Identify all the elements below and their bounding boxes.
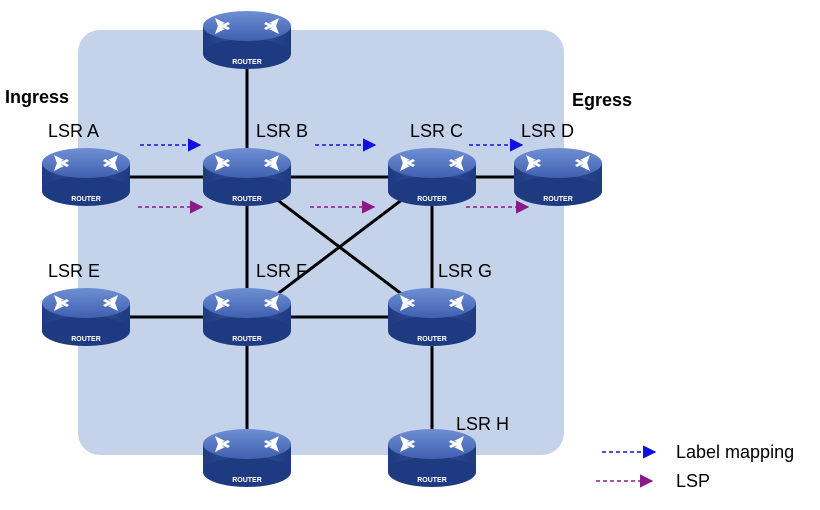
network-domain-panel [78, 30, 564, 455]
router-lsr-c: ROUTER [388, 148, 476, 206]
lsr-g-label: LSR G [438, 261, 492, 281]
legend-label-mapping-text: Label mapping [676, 442, 794, 462]
router-top: ROUTER [203, 11, 291, 69]
router-lsr-b: ROUTER [203, 148, 291, 206]
lsr-a-label: LSR A [48, 121, 99, 141]
lsr-d-label: LSR D [521, 121, 574, 141]
router-bottom-1: ROUTER [203, 429, 291, 487]
lsr-c-label: LSR C [410, 121, 463, 141]
lsr-e-label: LSR E [48, 261, 100, 281]
router-caption: ROUTER [232, 336, 262, 343]
ingress-label: Ingress [5, 87, 69, 107]
router-caption: ROUTER [232, 477, 262, 484]
legend-lsp-text: LSP [676, 471, 710, 491]
router-lsr-d: ROUTER [514, 148, 602, 206]
router-caption: ROUTER [417, 196, 447, 203]
router-lsr-f: ROUTER [203, 288, 291, 346]
egress-label: Egress [572, 90, 632, 110]
router-caption: ROUTER [71, 196, 101, 203]
router-caption: ROUTER [71, 336, 101, 343]
router-caption: ROUTER [543, 196, 573, 203]
router-lsr-e: ROUTER [42, 288, 130, 346]
router-caption: ROUTER [232, 196, 262, 203]
router-lsr-g: ROUTER [388, 288, 476, 346]
router-caption: ROUTER [417, 336, 447, 343]
router-caption: ROUTER [232, 59, 262, 66]
router-caption: ROUTER [417, 477, 447, 484]
lsr-b-label: LSR B [256, 121, 308, 141]
lsr-f-label: LSR F [256, 261, 307, 281]
router-lsr-h: ROUTER [388, 429, 476, 487]
legend: Label mapping LSP [596, 442, 794, 491]
router-lsr-a: ROUTER [42, 148, 130, 206]
lsr-h-label: LSR H [456, 414, 509, 434]
